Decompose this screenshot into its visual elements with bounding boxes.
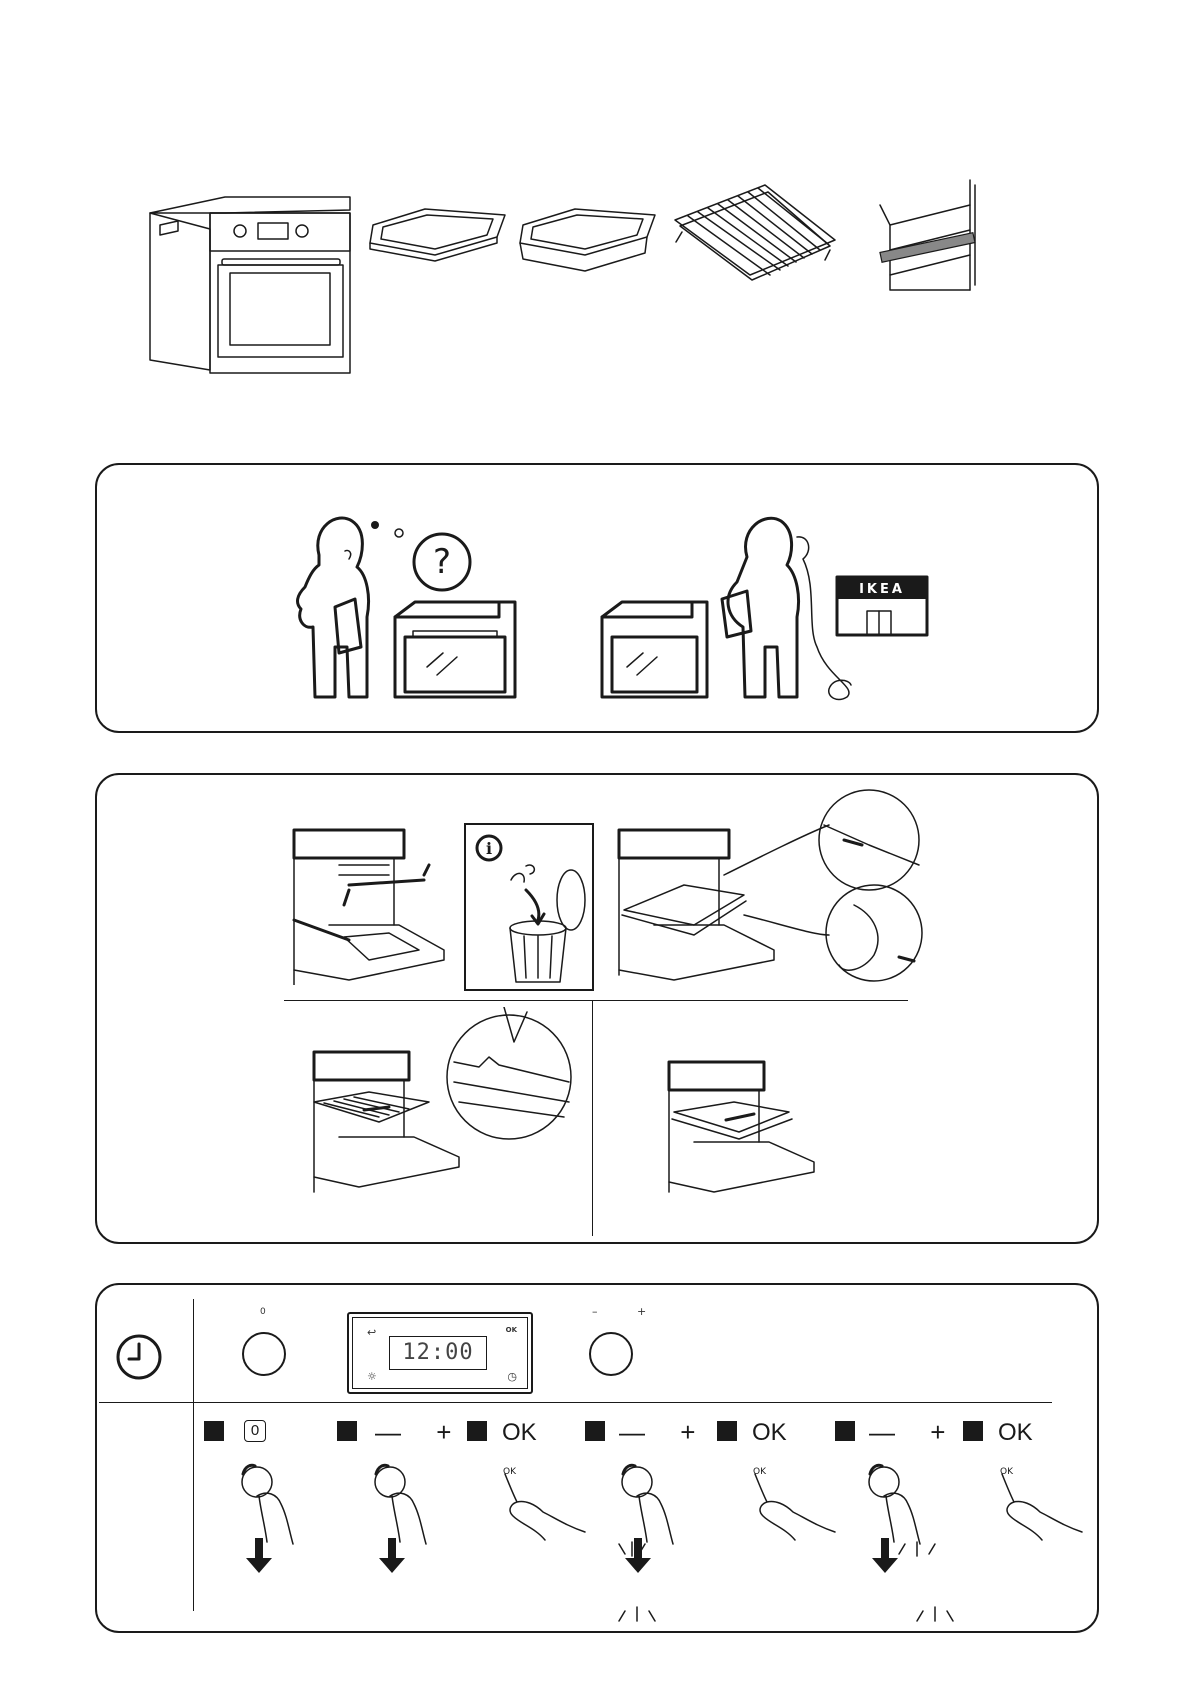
- arrow-down-icon: [245, 1538, 273, 1574]
- deep-pan-illustration: [515, 205, 660, 275]
- step-7-label: OK: [998, 1421, 1033, 1445]
- timer-icon: ◷: [507, 1370, 517, 1383]
- trash-bin-icon: [496, 860, 591, 985]
- confused-person-illustration: ?: [267, 507, 527, 702]
- step-6-bullet: [835, 1421, 855, 1441]
- hand-press-ok-icon: OK: [495, 1460, 590, 1555]
- hand-press-ok-icon: OK: [745, 1460, 840, 1555]
- arrow-down-icon: [378, 1538, 406, 1574]
- step-4-label: — +: [619, 1419, 709, 1445]
- display-time: 12:00: [402, 1340, 473, 1365]
- divider-horizontal: [284, 1000, 908, 1001]
- step-3-label: OK: [502, 1421, 537, 1445]
- display-ok-label: OK: [506, 1326, 517, 1334]
- hand-turn-knob-icon: [237, 1460, 307, 1545]
- clock-setting-panel: 0 ↩ OK 12:00 ☼ ◷ – + 0 — + OK — + OK — +…: [95, 1283, 1099, 1633]
- adjust-knob[interactable]: [589, 1332, 633, 1376]
- help-panel: ? IKEA: [95, 463, 1099, 733]
- function-knob[interactable]: [242, 1332, 286, 1376]
- ikea-sign: IKEA: [859, 582, 905, 597]
- step-6-label: — +: [869, 1419, 959, 1445]
- knob-left-symbol: 0: [260, 1307, 266, 1317]
- display-lcd: 12:00: [389, 1336, 487, 1370]
- display-panel: ↩ OK 12:00 ☼ ◷: [347, 1312, 533, 1394]
- hand-turn-knob-icon: [864, 1460, 934, 1545]
- step-7-bullet: [963, 1421, 983, 1441]
- tray-position-illustration: [614, 785, 929, 990]
- step-2-bullet: [337, 1421, 357, 1441]
- accessories-panel: i: [95, 773, 1099, 1244]
- divider-vertical: [592, 1000, 593, 1236]
- step-5-label: OK: [752, 1421, 787, 1445]
- contents-row: [130, 175, 1090, 400]
- question-mark: ?: [433, 542, 451, 582]
- blinking-indicator-icon: [617, 1605, 657, 1625]
- arrow-down-icon: [871, 1538, 899, 1574]
- telescopic-runners-illustration: [875, 175, 995, 300]
- step-1-bullet: [204, 1421, 224, 1441]
- remove-packaging-illustration: [289, 825, 449, 985]
- blinking-indicator-icon: [897, 1540, 937, 1560]
- step-3-bullet: [467, 1421, 487, 1441]
- oven-illustration: [130, 185, 360, 395]
- blinking-indicator-icon: [915, 1605, 955, 1625]
- hand-turn-knob-icon: [370, 1460, 440, 1545]
- insert-shelf-illustration: [309, 1007, 579, 1197]
- hand-press-ok-icon: OK: [992, 1460, 1087, 1555]
- step-4-bullet: [585, 1421, 605, 1441]
- clock-icon: [114, 1332, 164, 1382]
- row-divider: [99, 1402, 1052, 1403]
- step-1-label: 0: [244, 1420, 266, 1442]
- disposal-info-box: i: [464, 823, 594, 991]
- left-column-divider: [193, 1299, 194, 1611]
- calling-ikea-person-illustration: IKEA: [597, 507, 937, 702]
- step-5-bullet: [717, 1421, 737, 1441]
- svg-text:i: i: [486, 839, 492, 858]
- hand-turn-knob-icon: [617, 1460, 687, 1545]
- wire-shelf-illustration: [670, 180, 840, 290]
- step-2-label: — +: [375, 1419, 465, 1445]
- back-icon: ↩: [367, 1326, 376, 1339]
- baking-tray-illustration: [365, 205, 510, 265]
- light-icon: ☼: [367, 1370, 377, 1383]
- knob-right-labels: – +: [592, 1305, 664, 1318]
- insert-tray-illustration: [664, 1057, 834, 1197]
- blinking-indicator-icon: [617, 1540, 647, 1560]
- info-icon: i: [474, 833, 504, 863]
